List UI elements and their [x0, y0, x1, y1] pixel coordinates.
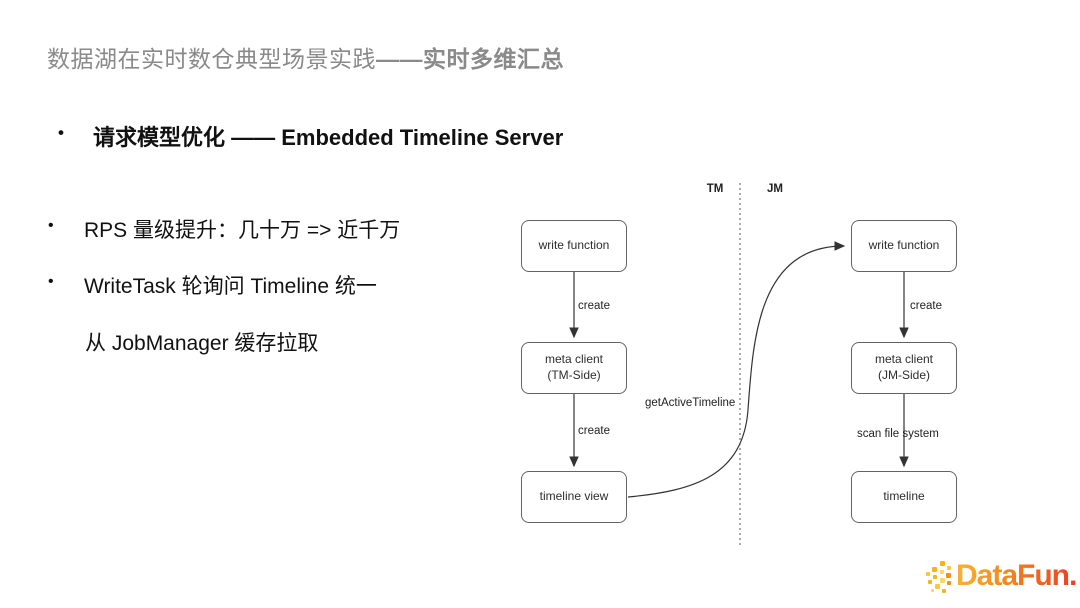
- datafun-logo-text: DataFun.: [956, 559, 1077, 592]
- lane-label-tm: TM: [706, 183, 724, 195]
- lane-label-jm: JM: [767, 183, 783, 195]
- heading-bullet-text: 请求模型优化 —— Embedded Timeline Server: [93, 125, 564, 150]
- node-tm-timeline-view: timeline view: [521, 471, 627, 523]
- node-label: timeline view: [539, 489, 609, 504]
- edge-label-scan-file-system: scan file system: [857, 428, 939, 440]
- node-jm-timeline: timeline: [851, 471, 957, 523]
- bullet-text-jobmanager: 从 JobManager 缓存拉取: [85, 332, 319, 355]
- heading-bullet: • 请求模型优化 —— Embedded Timeline Server: [58, 120, 563, 152]
- diagram-connectors: [569, 183, 909, 548]
- flow-diagram: TM JM write function meta client (TM-Sid…: [500, 175, 1012, 555]
- node-label: write function: [868, 238, 940, 253]
- bullet-dot-icon: •: [48, 217, 54, 234]
- list-item-continuation: 从 JobManager 缓存拉取: [85, 327, 318, 357]
- bullet-text-rps: RPS 量级提升：几十万 => 近千万: [84, 219, 401, 242]
- node-sublabel: (TM-Side): [547, 368, 601, 382]
- page-title: 数据湖在实时数仓典型场景实践——实时多维汇总: [47, 40, 564, 74]
- edge-label-getactivetimeline: getActiveTimeline: [645, 397, 736, 409]
- page-title-bold: ——实时多维汇总: [376, 46, 564, 72]
- node-label: timeline: [883, 489, 925, 504]
- node-label: write function: [538, 238, 610, 253]
- edge-label-create: create: [578, 425, 610, 437]
- edge-label-create: create: [578, 300, 610, 312]
- node-jm-meta-client: meta client (JM-Side): [851, 342, 957, 394]
- node-tm-write-function: write function: [521, 220, 627, 272]
- bullet-text-writetask: WriteTask 轮询问 Timeline 统一: [84, 275, 377, 298]
- datafun-logo: DataFun.: [926, 556, 1077, 596]
- node-tm-meta-client: meta client (TM-Side): [521, 342, 627, 394]
- node-jm-write-function: write function: [851, 220, 957, 272]
- edge-label-create: create: [910, 300, 942, 312]
- datafun-logo-pixels-icon: [926, 561, 951, 593]
- node-label: meta client: [874, 352, 934, 367]
- list-item: • WriteTask 轮询问 Timeline 统一: [48, 270, 377, 300]
- bullet-dot-icon: •: [58, 123, 64, 142]
- bullet-dot-icon: •: [48, 273, 54, 290]
- node-sublabel: (JM-Side): [877, 368, 930, 382]
- arrow-getactivetimeline-curve: [627, 241, 846, 498]
- node-label: meta client: [544, 352, 604, 367]
- page-title-regular: 数据湖在实时数仓典型场景实践: [47, 46, 376, 72]
- list-item: • RPS 量级提升：几十万 => 近千万: [48, 214, 400, 244]
